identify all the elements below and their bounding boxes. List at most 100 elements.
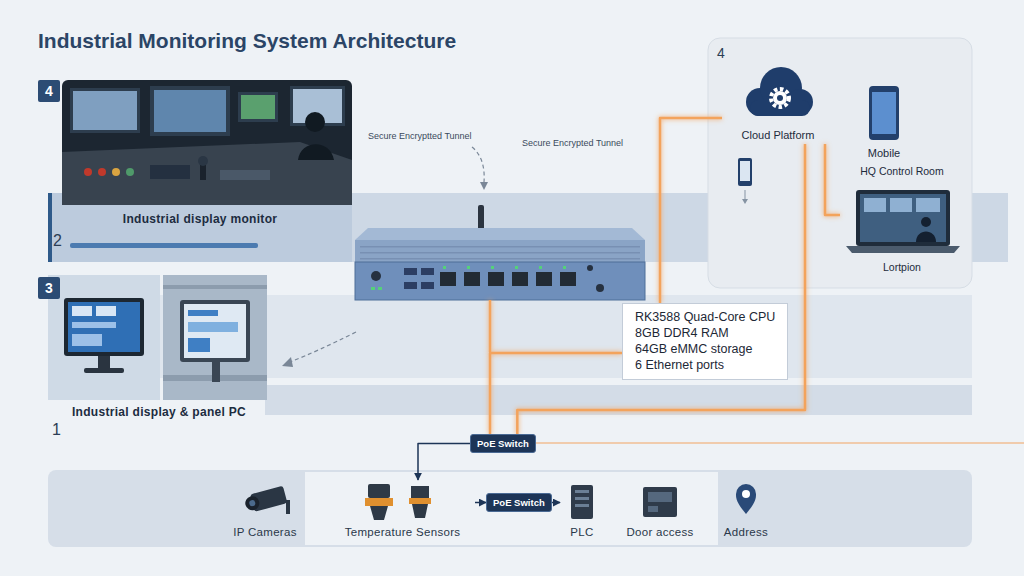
control-room-photo xyxy=(150,165,190,179)
field-device-icon xyxy=(249,500,256,507)
panel-pc-photo xyxy=(180,300,250,362)
panel-pc-photo xyxy=(48,275,160,400)
field-device-icon xyxy=(736,484,756,514)
field-device-icon xyxy=(368,484,390,498)
cloud-icon xyxy=(773,91,787,105)
node-text: Industrial display monitor xyxy=(123,212,277,226)
device-node: IP Cameras xyxy=(215,480,315,542)
image-panel: Industrial display & panel PC xyxy=(48,275,270,425)
control-room-photo xyxy=(84,168,92,176)
field-device-icon xyxy=(575,497,589,500)
edge-gateway-device xyxy=(371,271,381,281)
device-node: Address xyxy=(716,480,776,542)
field-device-icon xyxy=(571,485,593,519)
panel-pc-photo xyxy=(72,334,102,346)
edge-gateway-device xyxy=(440,272,456,286)
connector xyxy=(475,502,486,504)
panel-pc-photo xyxy=(96,306,116,316)
field-device-icon xyxy=(286,500,290,514)
phone-icon xyxy=(738,158,752,186)
field-device-icon xyxy=(370,506,388,520)
node-text: PLC xyxy=(570,526,593,538)
panel-pc-photo xyxy=(188,338,210,352)
panel-pc-photo xyxy=(188,310,218,316)
background-band xyxy=(70,243,258,248)
connector xyxy=(552,502,560,504)
connector xyxy=(490,353,622,434)
control-room-photo xyxy=(98,168,106,176)
panel-pc-photo xyxy=(184,304,246,358)
node-text: PoE Switch xyxy=(493,497,545,508)
node-text: Temperature Sensors xyxy=(345,526,461,538)
icon-node: Cloud Platform xyxy=(722,58,834,144)
connector xyxy=(418,444,470,481)
control-room-photo xyxy=(220,170,270,180)
callout-number: 3 xyxy=(38,277,60,299)
edge-gateway-device xyxy=(355,228,645,240)
field-device-icon xyxy=(575,490,589,493)
cloud-icon xyxy=(746,67,813,116)
leader-line xyxy=(290,332,356,362)
edge-gateway-device xyxy=(515,266,518,269)
edge-gateway-device xyxy=(587,265,593,271)
edge-gateway-device xyxy=(360,252,640,254)
laptop-icon xyxy=(846,246,960,253)
device-node: PLC xyxy=(560,480,604,542)
edge-gateway-device xyxy=(478,205,484,231)
control-room-photo xyxy=(154,90,226,132)
control-room-photo xyxy=(112,168,120,176)
cloud-icon xyxy=(771,89,789,107)
panel-pc-photo xyxy=(212,362,220,382)
node-text: 8GB DDR4 RAM xyxy=(635,325,775,341)
edge-gateway-device xyxy=(563,266,566,269)
connector xyxy=(825,144,840,215)
callout-number: 1 xyxy=(52,421,61,439)
panel-pc-photo xyxy=(48,275,267,400)
panel-pc-photo xyxy=(163,275,267,400)
field-device-icon xyxy=(648,492,672,502)
device-node: Temperature Sensors xyxy=(330,480,475,542)
background-band xyxy=(48,470,972,547)
phone-icon xyxy=(742,199,748,204)
node-text: IP Cameras xyxy=(233,526,297,538)
laptop-icon xyxy=(856,190,950,246)
edge-gateway-device xyxy=(355,262,645,300)
laptop-icon xyxy=(846,190,960,253)
control-room-photo xyxy=(241,95,275,119)
control-room-photo xyxy=(150,86,230,136)
node-text: Lortpion xyxy=(883,261,921,273)
control-room-photo xyxy=(62,142,352,205)
field-device-icon xyxy=(243,484,756,520)
laptop-icon xyxy=(916,198,940,212)
edge-gateway-device xyxy=(421,282,434,289)
node-text: Mobile xyxy=(868,147,900,159)
edge-gateway-device xyxy=(355,240,645,262)
control-room-photo xyxy=(305,112,325,132)
node-text: Industrial display & panel PC xyxy=(72,405,246,419)
phone-icon xyxy=(745,190,746,200)
phone-icon xyxy=(740,161,750,181)
node-text: 64GB eMMC storage xyxy=(635,341,775,357)
phone-icon xyxy=(738,86,899,204)
spec-box: RK3588 Quad-Core CPU8GB DDR4 RAM64GB eMM… xyxy=(622,303,788,380)
leader-line xyxy=(282,357,293,367)
callout-number: 4 xyxy=(38,80,60,102)
background-band xyxy=(48,193,1008,547)
image-panel: Industrial display monitor xyxy=(48,80,352,232)
field-device-icon xyxy=(411,486,429,498)
panel-pc-photo xyxy=(68,302,140,352)
laptop-icon xyxy=(916,232,936,243)
callout-number: 2 xyxy=(53,232,62,250)
remote-panel xyxy=(708,38,972,288)
diagram-title: Industrial Monitoring System Architectur… xyxy=(38,29,456,53)
panel-pc-photo xyxy=(163,285,267,289)
edge-gateway-device xyxy=(404,268,417,275)
device-node: Door access xyxy=(615,480,705,542)
annotation-label: Secure Encryptted Tunnel xyxy=(368,131,472,141)
edge-gateway-device xyxy=(539,266,542,269)
node-text: Cloud Platform xyxy=(742,129,815,141)
panel-pc-photo xyxy=(188,322,238,332)
node-text: Door access xyxy=(626,526,693,538)
control-room-photo xyxy=(73,91,137,130)
switch-box: PoE Switch xyxy=(486,493,552,512)
